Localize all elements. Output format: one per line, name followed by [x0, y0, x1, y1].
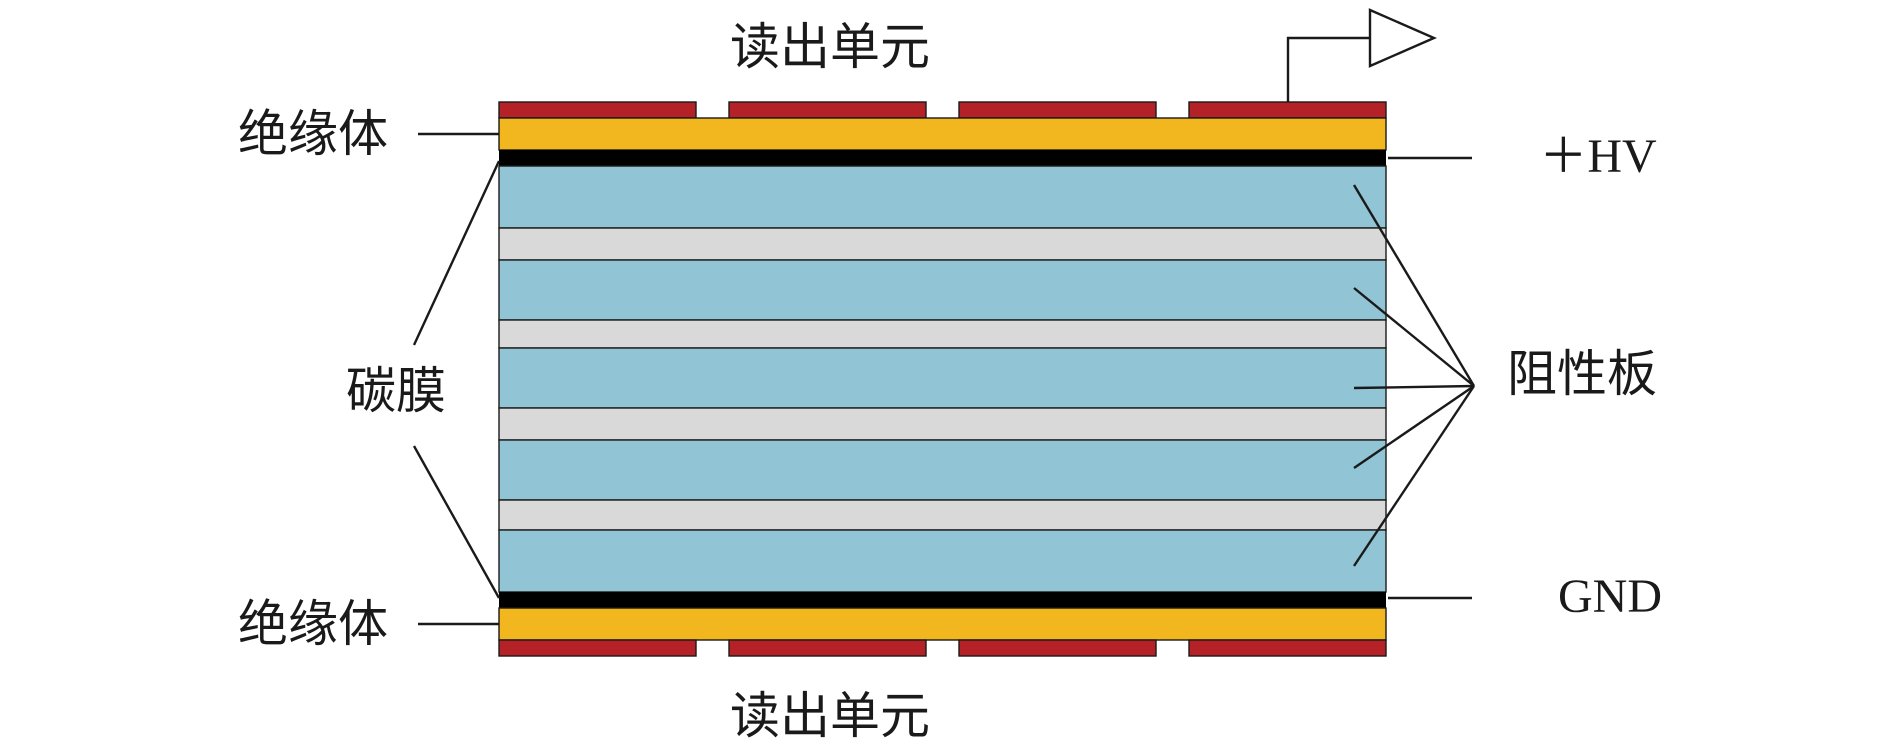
resistive-plate-leader	[1353, 287, 1475, 387]
carbon-film-leader-bottom	[412, 445, 501, 599]
readout-strip	[498, 639, 697, 657]
gas-gap	[498, 319, 1387, 349]
insulator-layer-bottom	[498, 607, 1387, 641]
insulator-label-bottom: 绝缘体	[238, 595, 388, 653]
resistive-plate-leader	[1352, 184, 1476, 387]
signal-lead-line	[1286, 36, 1370, 102]
resistive-plate-stack	[498, 165, 1387, 593]
resistive-plate-leader	[1353, 385, 1475, 469]
carbon-film-label: 碳膜	[346, 362, 446, 420]
readout-strip	[1188, 101, 1387, 119]
resistive-plate	[498, 439, 1387, 501]
gas-gap	[498, 499, 1387, 531]
readout-label-bottom: 读出单元	[730, 687, 930, 745]
resistive-plate-leader	[1353, 385, 1475, 567]
readout-strip	[498, 101, 697, 119]
readout-strips-bottom	[498, 639, 1387, 657]
insulator-label-top: 绝缘体	[238, 105, 388, 163]
gas-gap	[498, 227, 1387, 261]
hv-label: ＋HV	[1539, 130, 1657, 183]
readout-label-top: 读出单元	[730, 18, 930, 76]
resistive-plate-label: 阻性板	[1507, 345, 1657, 403]
readout-strip	[728, 639, 927, 657]
readout-strip	[958, 639, 1157, 657]
carbon-film-bottom	[499, 592, 1386, 608]
resistive-plate-leaders	[1352, 184, 1476, 567]
carbon-film-top	[499, 150, 1386, 166]
readout-strip	[728, 101, 927, 119]
readout-strip	[958, 101, 1157, 119]
readout-strip	[1188, 639, 1387, 657]
readout-strips-top	[498, 101, 1387, 119]
resistive-plate-leader	[1353, 384, 1475, 390]
resistive-plate	[498, 529, 1387, 593]
insulator-layer-top	[498, 117, 1387, 151]
resistive-plate	[498, 259, 1387, 321]
resistive-plate	[498, 165, 1387, 229]
gas-gap	[498, 407, 1387, 441]
resistive-plate	[498, 347, 1387, 409]
signal-output	[1286, 8, 1437, 102]
carbon-film-leader-top	[412, 160, 501, 346]
amplifier-triangle-icon	[1368, 8, 1437, 68]
gnd-label: GND	[1558, 570, 1662, 623]
